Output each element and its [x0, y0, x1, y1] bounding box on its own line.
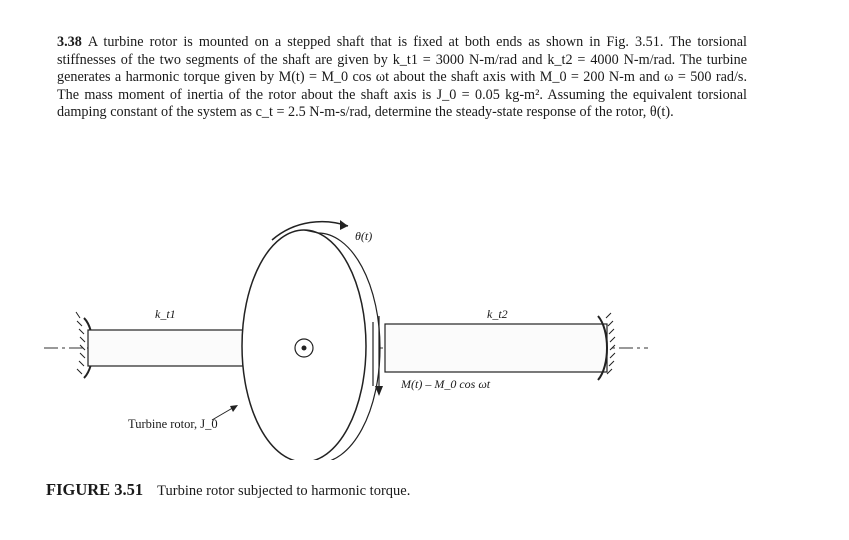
- caption-text: Turbine rotor subjected to harmonic torq…: [157, 483, 411, 499]
- kt1-label: k_t1: [155, 307, 176, 321]
- problem-text: A turbine rotor is mounted on a stepped …: [57, 34, 747, 121]
- kt2-label: k_t2: [487, 307, 508, 321]
- rotor-label: Turbine rotor, J_0: [128, 417, 218, 431]
- problem-number: 3.38: [57, 34, 82, 50]
- theta-arrowhead: [340, 220, 348, 230]
- torque-arrows: [372, 316, 383, 396]
- caption-label: FIGURE 3.51: [46, 480, 144, 499]
- shaft-segment-2: [384, 323, 608, 373]
- torque-label: M(t) – M_0 cos ωt: [400, 377, 491, 391]
- rotor-diagram: θ(t) k_t1 k_t2 M(t) – M_0 cos ωt Turbine…: [44, 220, 648, 464]
- turbine-rotor-disk: [241, 229, 381, 464]
- rotor-leader-arrowhead: [230, 405, 238, 412]
- right-fixed-support: [597, 312, 616, 381]
- theta-label: θ(t): [355, 229, 372, 243]
- figure-3-51: θ(t) k_t1 k_t2 M(t) – M_0 cos ωt Turbine…: [0, 200, 849, 464]
- figure-caption: FIGURE 3.51 Turbine rotor subjected to ha…: [46, 480, 410, 500]
